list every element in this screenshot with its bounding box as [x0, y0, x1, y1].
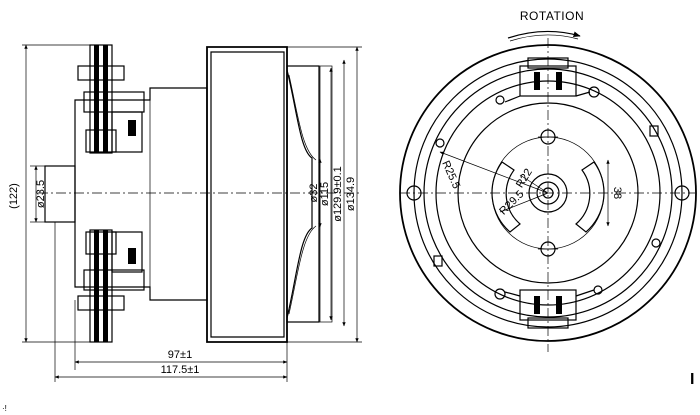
side-view: (122) ø23.5 ø32 ø115 ø129.9±0.1 ø134.9 9… — [8, 44, 362, 382]
dim-housing-dia: ø115 — [319, 182, 331, 206]
shaft-stub — [44, 165, 76, 223]
edge-mark: ·! — [2, 404, 7, 413]
dim-shaft-dia: ø23.5 — [35, 180, 47, 208]
slot-left — [491, 161, 521, 233]
brush-assembly-top — [495, 57, 600, 105]
dim-length-long: 117.5±1 — [161, 364, 200, 376]
mount-hole-right — [674, 185, 690, 201]
lower-brush-holder — [77, 229, 145, 343]
slot-right — [575, 161, 605, 233]
dim-inner-dia: ø32 — [308, 184, 320, 203]
mount-hole-left — [406, 185, 422, 201]
dim-outer-dia: ø134.9 — [345, 177, 357, 211]
rotation-label: ROTATION — [520, 9, 584, 23]
hub — [528, 173, 568, 213]
dim-slot: 38 — [611, 187, 623, 199]
dim-flange-dia: ø129.9±0.1 — [332, 166, 344, 222]
rotation-arrow — [507, 30, 581, 39]
brush-assembly-bottom — [494, 285, 603, 329]
inner-disc — [457, 102, 639, 284]
fan-profile — [286, 69, 313, 319]
housing-cup — [206, 46, 288, 343]
dim-r25: R25.5 — [439, 159, 462, 191]
front-view: ROTATION — [399, 9, 697, 352]
dim-length-short: 97±1 — [168, 349, 192, 361]
dim-overall-height: (122) — [8, 183, 20, 209]
corner-mark: I — [690, 371, 694, 388]
upper-brush-holder — [77, 44, 145, 154]
outer-flange-circle — [399, 44, 697, 342]
